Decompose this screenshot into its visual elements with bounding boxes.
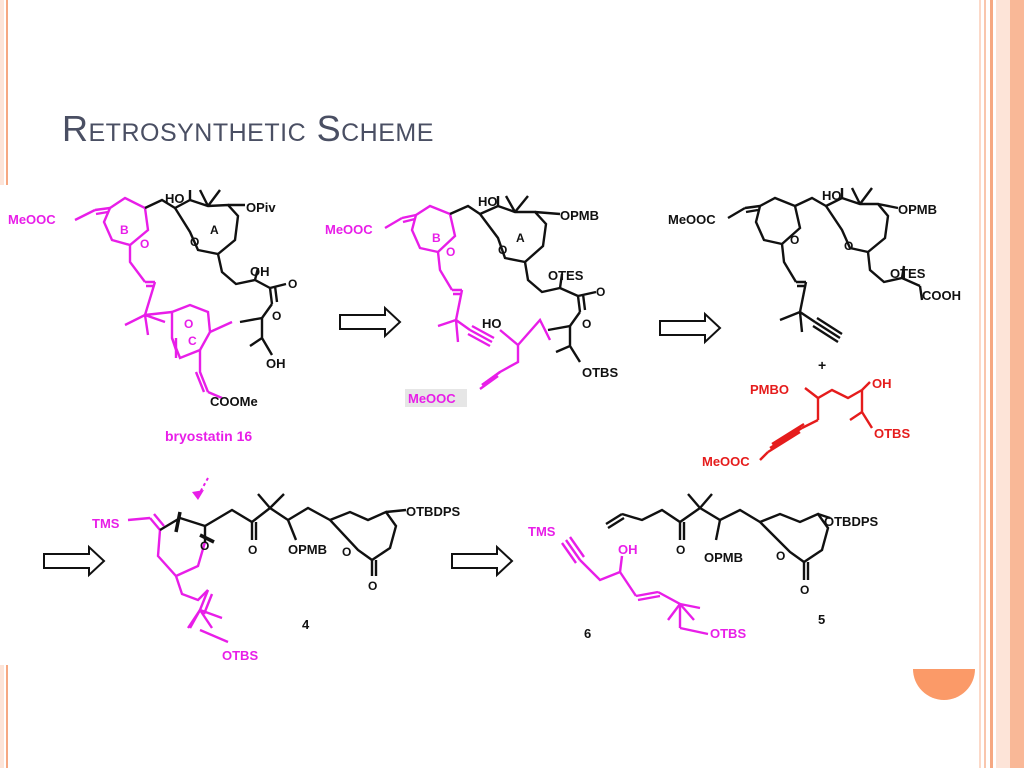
compound2-opmb: OPMB [560,208,599,223]
retro-arrow-1 [339,305,402,339]
bryostatin-ring-c: C [188,334,197,348]
slide-title: Retrosynthetic Scheme [62,108,434,149]
bryostatin-ester-bottom: COOMe [210,394,258,409]
compound5-o-lactone2: O [800,583,809,597]
compound2-ho: HO [478,194,498,209]
compound6-number: 6 [584,626,591,641]
red-fragment-skeleton [759,381,874,461]
compound4-number: 4 [302,617,310,632]
bryostatin-name: bryostatin 16 [165,428,252,444]
compound4-magenta-fragment [127,513,229,644]
right-stripe-light [996,0,1010,768]
compound4-otbs: OTBS [222,648,258,663]
compound-bryostatin-16: MeOOC B O HO OPiv A O OH O O O C OH COOM… [8,189,297,444]
plus-sign: + [818,357,826,373]
compound3-opmb: OPMB [898,202,937,217]
compound2-o-ester2: O [582,317,591,331]
right-stripe-outer [1010,0,1024,768]
compound-4: TMS O O OPMB O O OTBDPS OTBS 4 [92,477,461,663]
compound5-o-ketone: O [676,543,685,557]
compound4-o-ring: O [200,539,209,553]
compound5-opmb: OPMB [704,550,743,565]
bryostatin-ester-top: MeOOC [8,212,56,227]
retro-arrow-4 [451,544,514,578]
compound-2: MeOOC B O HO OPMB A O OTES O O HO OTBS M… [325,194,618,407]
red-ester: MeOOC [702,454,750,469]
bryostatin-magenta-fragment [74,196,233,400]
bryostatin-o-ester: O [288,277,297,291]
right-stripe-thin2 [984,0,986,768]
left-accent-bottom [0,665,12,768]
compound2-otbs: OTBS [582,365,618,380]
compound6-tms: TMS [528,524,556,539]
compound2-ho2: HO [482,316,502,331]
compound5-o-lactone: O [776,549,785,563]
compound5-number: 5 [818,612,825,627]
compound3-o-a: O [844,239,853,253]
compound-5: O OPMB O O OTBDPS 5 [605,493,879,627]
compound2-o-ester: O [596,285,605,299]
compound4-opmb: OPMB [288,542,327,557]
bryostatin-oh-bottom: OH [266,356,286,371]
compound4-otbdps: OTBDPS [406,504,461,519]
compound2-ring-a: A [516,231,525,245]
bryostatin-opiv: OPiv [246,200,276,215]
bryostatin-ho: HO [165,191,185,206]
compound4-o-lactone: O [342,545,351,559]
red-oh: OH [872,376,892,391]
bryostatin-o-ester2: O [272,309,281,323]
left-accent-top [0,0,12,185]
bryostatin-o-a: O [190,235,199,249]
compound2-otes: OTES [548,268,584,283]
compound2-ester-highlight [405,389,467,407]
compound-3: MeOOC O HO OPMB O OTES COOH [668,187,961,344]
compound6-otbs: OTBS [710,626,746,641]
right-stripe-thin1 [990,0,993,768]
compound3-ho: HO [822,188,842,203]
bryostatin-ring-a: A [210,223,219,237]
compound2-ester-top: MeOOC [325,222,373,237]
bryostatin-black-fragment [144,189,287,356]
compound4-o-lactone2: O [368,579,377,593]
compound2-o-b: O [446,245,455,259]
compound6-oh: OH [618,542,638,557]
compound2-magenta-fragment [384,204,552,390]
bryostatin-ring-b: B [120,223,129,237]
compound2-black-fragment [449,195,597,363]
bryostatin-o-b: O [140,237,149,251]
retro-arrow-3 [43,544,106,578]
compound4-black-fragment [159,493,407,576]
compound-6: TMS OH OTBS 6 [528,524,746,641]
red-pmbo: PMBO [750,382,789,397]
right-stripe-thin3 [979,0,981,768]
compound3-cooh: COOH [922,288,961,303]
compound5-skeleton [605,493,831,580]
retro-arrow-2 [659,311,722,345]
compound2-o-a: O [498,243,507,257]
compound2-ester-bottom: MeOOC [408,391,456,406]
compound4-cleavage-arrowhead [192,490,204,500]
compound3-skeleton [727,187,924,344]
compound6-skeleton [561,536,709,636]
compound3-ester: MeOOC [668,212,716,227]
compound4-tms: TMS [92,516,120,531]
red-otbs: OTBS [874,426,910,441]
compound5-otbdps: OTBDPS [824,514,879,529]
compound4-o-ketone: O [248,543,257,557]
compound3-o-b: O [790,233,799,247]
bryostatin-o-c: O [184,317,193,331]
compound2-ring-b: B [432,231,441,245]
compound3-otes: OTES [890,266,926,281]
compound-red-fragment: PMBO OH OTBS MeOOC [702,376,910,469]
bryostatin-oh-top: OH [250,264,270,279]
